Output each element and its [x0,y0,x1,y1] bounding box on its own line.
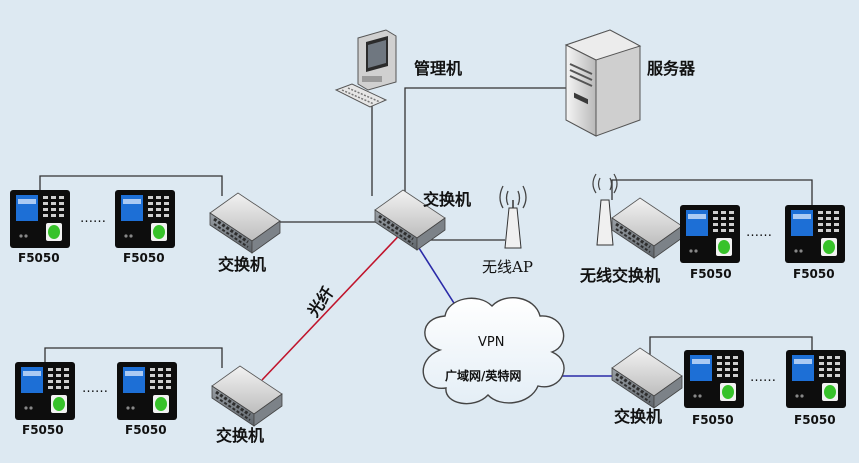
terminal-left-top-2 [115,190,175,248]
wireless-ap-label: 无线AP [482,258,533,276]
terminal-right-bottom-1 [684,350,744,408]
management-pc-icon [334,29,397,108]
terminal-left-bottom-1-label: F5050 [22,423,64,437]
core-switch-label: 交换机 [423,190,471,209]
wan-label: 广域网/英特网 [445,368,521,383]
terminal-left-bottom-2 [117,362,177,420]
terminal-right-top-2 [785,205,845,263]
server-label: 服务器 [647,59,696,78]
terminal-left-bottom-2-label: F5050 [125,423,167,437]
management-pc-label: 管理机 [414,59,462,78]
wireless-switch-label: 无线交换机 [579,266,660,285]
terminal-left-top-1 [10,190,70,248]
wireless-switch-icon [592,173,684,260]
switch-left-bottom-icon [210,364,284,428]
switch-left-bottom-label: 交换机 [216,426,264,445]
ellipsis-right-bottom: …… [750,370,776,385]
terminal-right-bottom-1-label: F5050 [692,413,734,427]
terminal-left-top-2-label: F5050 [123,251,165,265]
ellipsis-left-bottom: …… [82,381,108,396]
terminal-right-top-2-label: F5050 [793,267,835,281]
switch-left-top-label: 交换机 [218,255,266,274]
ellipsis-left-top: …… [80,211,106,226]
connection-lines [39,87,813,368]
switch-right-bottom-icon [610,346,684,410]
fiber-link [261,223,411,381]
fiber-label: 光纤 [303,283,338,321]
terminal-left-bottom-1 [15,362,75,420]
ellipsis-right-top: …… [746,225,772,240]
terminal-right-bottom-2-label: F5050 [794,413,836,427]
terminal-right-top-1 [680,205,740,263]
terminal-left-top-1-label: F5050 [18,251,60,265]
vpn-label: VPN [478,335,504,350]
server-icon [564,29,642,137]
terminal-right-top-1-label: F5050 [690,267,732,281]
wireless-ap-icon [499,185,527,249]
switch-right-bottom-label: 交换机 [614,407,662,426]
terminal-right-bottom-2 [786,350,846,408]
internet-cloud-icon [422,297,565,405]
switch-left-top-icon [208,191,282,255]
